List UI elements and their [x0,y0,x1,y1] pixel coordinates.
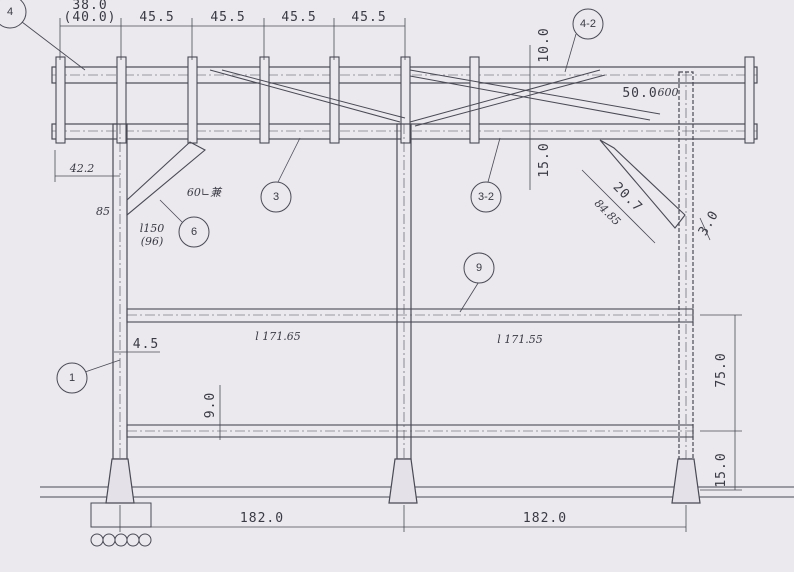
middle-vertical-dimension [520,45,540,190]
dim-top-right: 50.0 [622,86,657,101]
part-tag-4: 4 [0,0,27,29]
svg-text:3: 3 [273,191,279,203]
dim-bay-left: 182.0 [240,511,284,526]
svg-text:6: 6 [191,226,197,238]
note-length-right: l 171.55 [497,333,543,346]
svg-text:4-2: 4-2 [580,18,596,30]
pile-detail [90,502,152,547]
dim-top-first: 38.0 [72,0,107,13]
dim-right-upper: 10.0 [537,27,552,62]
bottom-dimension-line [119,505,687,532]
part-tag-1: 1 [56,362,88,394]
dim-right-75: 75.0 [714,352,729,387]
roof-purlins [55,56,755,144]
dim-top-1: 45.5 [139,10,174,25]
svg-text:1: 1 [69,372,75,384]
part-tag-6: 6 [178,216,210,248]
note-small-150-sub: (96) [141,235,164,248]
left-dimension-line [54,150,120,182]
dim-top-right-sub: 600 [658,86,679,99]
knee-braces [126,139,686,229]
dim-top-3: 45.5 [281,10,316,25]
dim-top-4: 45.5 [351,10,386,25]
note-length-left: l 171.65 [255,330,301,343]
roof-diagonal-braces [209,69,661,127]
part-tag-3: 3 [260,181,292,213]
dim-post-width: 4.5 [133,337,159,352]
ground-line [40,486,794,498]
svg-text:4: 4 [7,6,13,18]
tag-leaders [21,21,577,373]
note-small-150: l150 [140,222,165,235]
svg-text:3-2: 3-2 [478,191,494,203]
dim-low-beam: 9.0 [203,392,218,418]
part-tag-3-2: 3-2 [470,181,502,213]
dim-bay-right: 182.0 [523,511,567,526]
part-tag-9: 9 [463,252,495,284]
part-tag-4-2: 4-2 [572,8,604,40]
dim-right-mid: 15.0 [537,142,552,177]
dim-left-422: 42.2 [69,162,95,175]
rail-upper [126,308,694,323]
brace-dimension [581,169,711,244]
right-vertical-dimension [700,314,742,491]
note-brace: 60∟兼 [187,186,223,199]
rails [126,308,694,438]
svg-text:9: 9 [476,262,482,274]
dim-right-bottom: 15.0 [714,452,729,487]
note-small-85: 85 [96,205,110,218]
top-dimension-line [59,18,406,60]
foundations [105,458,701,504]
dim-top-first-alt: (40.0) [64,10,117,25]
dim-top-2: 45.5 [210,10,245,25]
